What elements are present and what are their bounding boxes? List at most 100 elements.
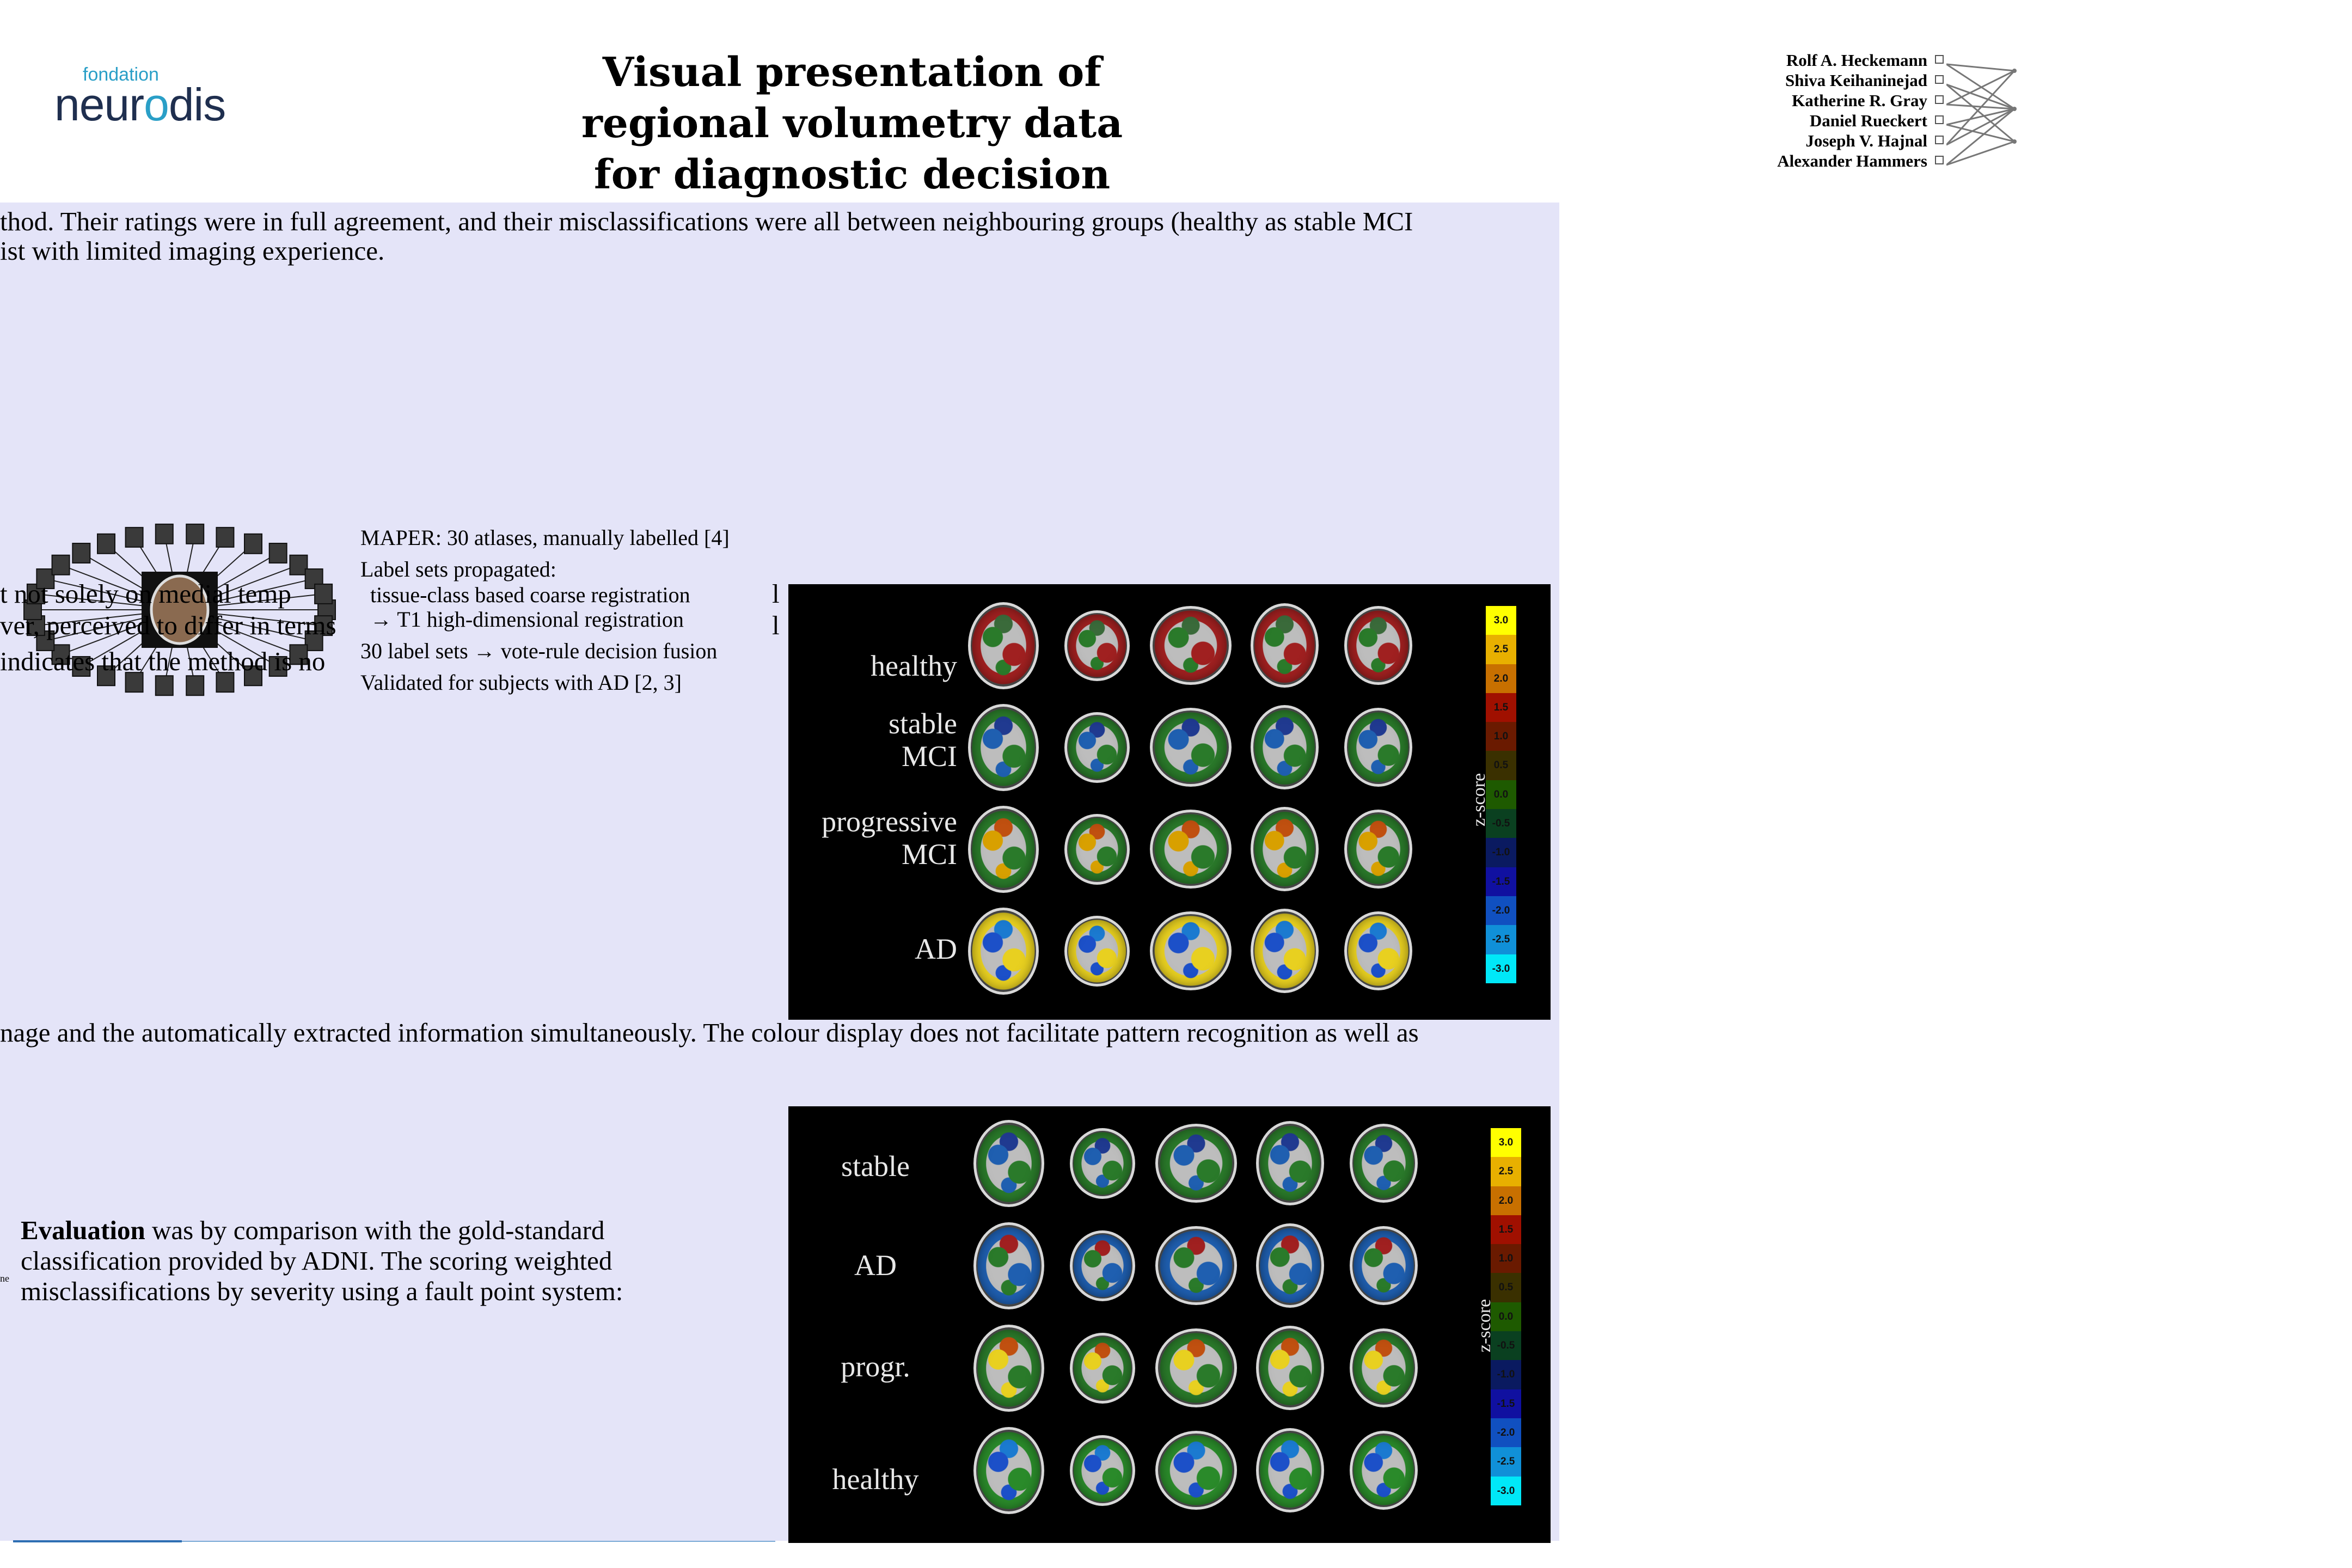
maper-line: → T1 high-dimensional registration <box>370 607 684 632</box>
colorbar-tick: 3.0 <box>1486 606 1516 635</box>
brain-slice-image <box>973 1426 1044 1514</box>
brain-slice-image <box>1255 1428 1324 1512</box>
body-text-fragment: l <box>772 610 780 640</box>
neurodis-logo: fondation neurodis <box>54 60 250 130</box>
fig2-row-label: progr. <box>841 1350 910 1383</box>
brain-slice-image <box>1070 1332 1135 1404</box>
clipped-text: ne <box>0 1273 9 1284</box>
atlas-thumbnail <box>155 523 174 544</box>
colorbar-tick: 3.0 <box>1491 1128 1521 1157</box>
brain-slice-image <box>968 907 1039 995</box>
atlas-thumbnail <box>125 672 144 693</box>
brain-slice-image <box>973 1222 1044 1309</box>
brain-slice-image <box>1344 606 1412 685</box>
colorbar-tick: 0.0 <box>1486 780 1516 810</box>
colorbar-tick: 0.5 <box>1486 751 1516 780</box>
evaluation-paragraph: Evaluation was by comparison with the go… <box>21 1215 718 1307</box>
atlas-thumbnail <box>186 523 205 544</box>
maper-line: tissue-class based coarse registration <box>370 583 690 607</box>
brain-slice-image <box>1250 807 1319 891</box>
brain-slice-image <box>1064 712 1130 783</box>
atlas-thumbnail <box>304 568 323 590</box>
brain-slice-image <box>973 1119 1044 1207</box>
atlas-thumbnail <box>289 554 308 575</box>
brain-slice-image <box>1155 1328 1237 1407</box>
colorbar-tick: -1.5 <box>1486 867 1516 896</box>
colorbar-tick: 0.0 <box>1491 1302 1521 1332</box>
author-1: Rolf A. Heckemann <box>1715 50 1944 70</box>
atlas-ring-diagram <box>23 523 336 696</box>
author-2: Shiva Keihaninejad <box>1715 70 1944 90</box>
brain-slice-image <box>1255 1223 1324 1308</box>
colorbar-tick: 2.5 <box>1491 1157 1521 1186</box>
atlas-thumbnail <box>244 665 262 687</box>
brain-slice-image <box>1070 1230 1135 1301</box>
atlas-thumbnail <box>268 542 287 564</box>
brain-slice-image <box>1155 1431 1237 1510</box>
fig2-row-label: healthy <box>832 1463 919 1496</box>
brain-slice-image <box>1250 705 1319 789</box>
brain-slice-image <box>1349 1328 1418 1407</box>
atlas-thumbnail <box>51 644 70 665</box>
brain-slice-image <box>968 703 1039 791</box>
colorbar-tick: 2.0 <box>1491 1186 1521 1215</box>
brain-slice-image <box>1344 911 1412 990</box>
atlas-thumbnail <box>268 656 287 677</box>
brain-slice-image <box>1155 1226 1237 1305</box>
colorbar-tick: -3.0 <box>1491 1476 1521 1505</box>
maper-line: 30 label sets → vote-rule decision fusio… <box>360 639 718 663</box>
brain-slice-image <box>1150 911 1232 990</box>
brain-slice-image <box>1070 1435 1135 1506</box>
maper-line: Validated for subjects with AD [2, 3] <box>360 670 682 695</box>
atlas-thumbnail <box>314 583 333 604</box>
brain-slice-image <box>1250 603 1319 688</box>
colorbar-tick: -3.0 <box>1486 954 1516 983</box>
author-list: Rolf A. Heckemann Shiva Keihaninejad Kat… <box>1715 50 1944 171</box>
brain-slice-image <box>968 602 1039 689</box>
fig2-row-label: AD <box>854 1249 897 1282</box>
colorbar-tick: 1.0 <box>1491 1244 1521 1273</box>
maper-line: Label sets propagated: <box>360 557 556 581</box>
section-divider <box>13 1540 182 1542</box>
atlas-thumbnail <box>314 615 333 636</box>
atlas-thumbnail <box>36 568 55 590</box>
brain-slice-image <box>1150 810 1232 889</box>
brain-slice-image <box>973 1324 1044 1412</box>
colorbar-tick: 2.0 <box>1486 664 1516 693</box>
brain-slice-image <box>1150 606 1232 685</box>
fig1-colorbar-label: z-score <box>1469 773 1489 826</box>
brain-slice-image <box>1064 610 1130 681</box>
fig1-row-label: progressive MCI <box>822 805 957 871</box>
body-text-line: nage and the automatically extracted inf… <box>0 1018 1419 1048</box>
body-text-line: ist with limited imaging experience. <box>0 236 385 266</box>
colorbar-tick: -0.5 <box>1486 809 1516 838</box>
fig1-row-label: AD <box>915 933 957 965</box>
atlas-thumbnail <box>155 675 174 696</box>
colorbar-tick: 0.5 <box>1491 1273 1521 1302</box>
title-line-1: Visual presentation of regional volumetr… <box>581 49 1123 147</box>
author-3: Katherine R. Gray <box>1715 90 1944 111</box>
brain-slice-image <box>1349 1226 1418 1305</box>
body-text-line: thod. Their ratings were in full agreeme… <box>0 206 1413 236</box>
atlas-thumbnail <box>72 656 91 677</box>
colorbar-tick: -1.0 <box>1491 1360 1521 1389</box>
evaluation-bold: Evaluation <box>21 1215 145 1245</box>
atlas-thumbnail <box>97 533 115 554</box>
colorbar-tick: -2.5 <box>1491 1447 1521 1477</box>
colorbar-tick: 1.5 <box>1491 1215 1521 1245</box>
brain-slice-image <box>1070 1128 1135 1199</box>
author-5: Joseph V. Hajnal <box>1715 131 1944 151</box>
fig2-colorbar-label: z-score <box>1474 1298 1494 1352</box>
body-text-fragment: l <box>772 579 780 609</box>
target-brain <box>150 574 210 645</box>
evaluation-text: was by comparison with the gold-standard… <box>21 1215 623 1306</box>
author-6: Alexander Hammers <box>1715 151 1944 171</box>
logo-big-text: neurodis <box>54 79 226 130</box>
body-text-fragment: t not solely on medial temp <box>0 579 291 609</box>
fig1-row-label: stable MCI <box>889 707 957 773</box>
colorbar-tick: -1.0 <box>1486 838 1516 867</box>
colorbar-tick: 1.0 <box>1486 722 1516 751</box>
